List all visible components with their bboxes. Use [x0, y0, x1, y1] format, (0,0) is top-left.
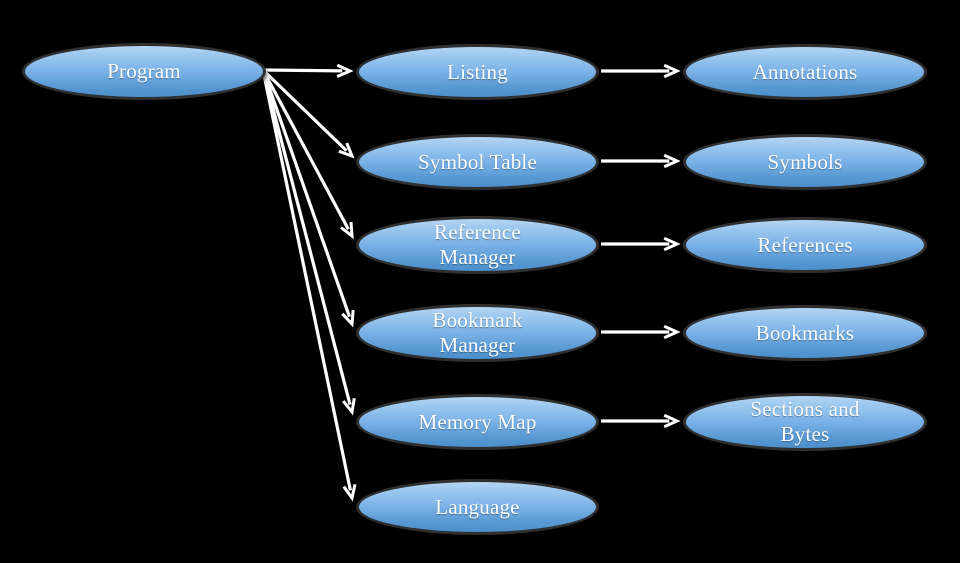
- node-sections-bytes[interactable]: Sections and Bytes: [683, 393, 927, 451]
- node-label-references: References: [757, 232, 853, 257]
- node-label-language: Language: [435, 494, 520, 519]
- node-symbol-table[interactable]: Symbol Table: [356, 134, 599, 190]
- edge-program-to-bookmark-manager: [261, 69, 355, 328]
- edge-line: [261, 68, 348, 152]
- edge-arrowhead: [663, 413, 681, 429]
- edge-arrowhead: [338, 142, 355, 159]
- edge-memory-map-to-sections-bytes: [601, 413, 681, 429]
- edge-listing-to-annotations: [601, 63, 681, 79]
- edge-arrowhead: [342, 397, 356, 416]
- node-symbols[interactable]: Symbols: [683, 134, 927, 190]
- node-label-sections-bytes: Sections and Bytes: [750, 397, 860, 446]
- edge-line: [261, 69, 351, 318]
- edge-program-to-symbol-table: [261, 68, 355, 159]
- edge-arrowhead: [341, 309, 355, 328]
- edge-arrowhead: [663, 324, 681, 340]
- node-label-listing: Listing: [447, 59, 508, 84]
- node-memory-map[interactable]: Memory Map: [356, 394, 599, 450]
- edge-reference-manager-to-references: [601, 236, 681, 252]
- edge-program-to-memory-map: [261, 69, 356, 416]
- node-language[interactable]: Language: [356, 479, 599, 535]
- node-label-bookmarks: Bookmarks: [755, 320, 855, 345]
- node-listing[interactable]: Listing: [356, 44, 599, 100]
- node-bookmarks[interactable]: Bookmarks: [683, 305, 927, 361]
- node-reference-manager[interactable]: Reference Manager: [356, 216, 599, 274]
- edge-arrowhead: [663, 153, 681, 169]
- node-program[interactable]: Program: [22, 43, 266, 100]
- node-label-memory-map: Memory Map: [418, 409, 537, 434]
- node-annotations[interactable]: Annotations: [683, 44, 927, 100]
- edge-line: [261, 69, 352, 405]
- node-label-symbol-table: Symbol Table: [418, 149, 537, 174]
- node-label-annotations: Annotations: [752, 59, 858, 84]
- edge-arrowhead: [663, 63, 681, 79]
- node-label-program: Program: [107, 59, 181, 84]
- node-references[interactable]: References: [683, 217, 927, 273]
- node-label-reference-manager: Reference Manager: [434, 220, 521, 269]
- edge-arrowhead: [336, 63, 354, 78]
- edge-line: [262, 68, 343, 73]
- edge-program-to-language: [261, 69, 357, 502]
- edge-arrowhead: [342, 484, 357, 502]
- edge-bookmark-manager-to-bookmarks: [601, 324, 681, 340]
- edge-program-to-listing: [262, 63, 354, 78]
- node-label-bookmark-manager: Bookmark Manager: [432, 308, 523, 357]
- edge-arrowhead: [340, 221, 354, 240]
- node-bookmark-manager[interactable]: Bookmark Manager: [356, 304, 599, 362]
- edge-arrowhead: [663, 236, 681, 252]
- edge-program-to-reference-manager: [261, 69, 354, 240]
- node-label-symbols: Symbols: [767, 149, 843, 174]
- edge-line: [261, 69, 350, 230]
- edge-line: [261, 69, 352, 491]
- edge-symbol-table-to-symbols: [601, 153, 681, 169]
